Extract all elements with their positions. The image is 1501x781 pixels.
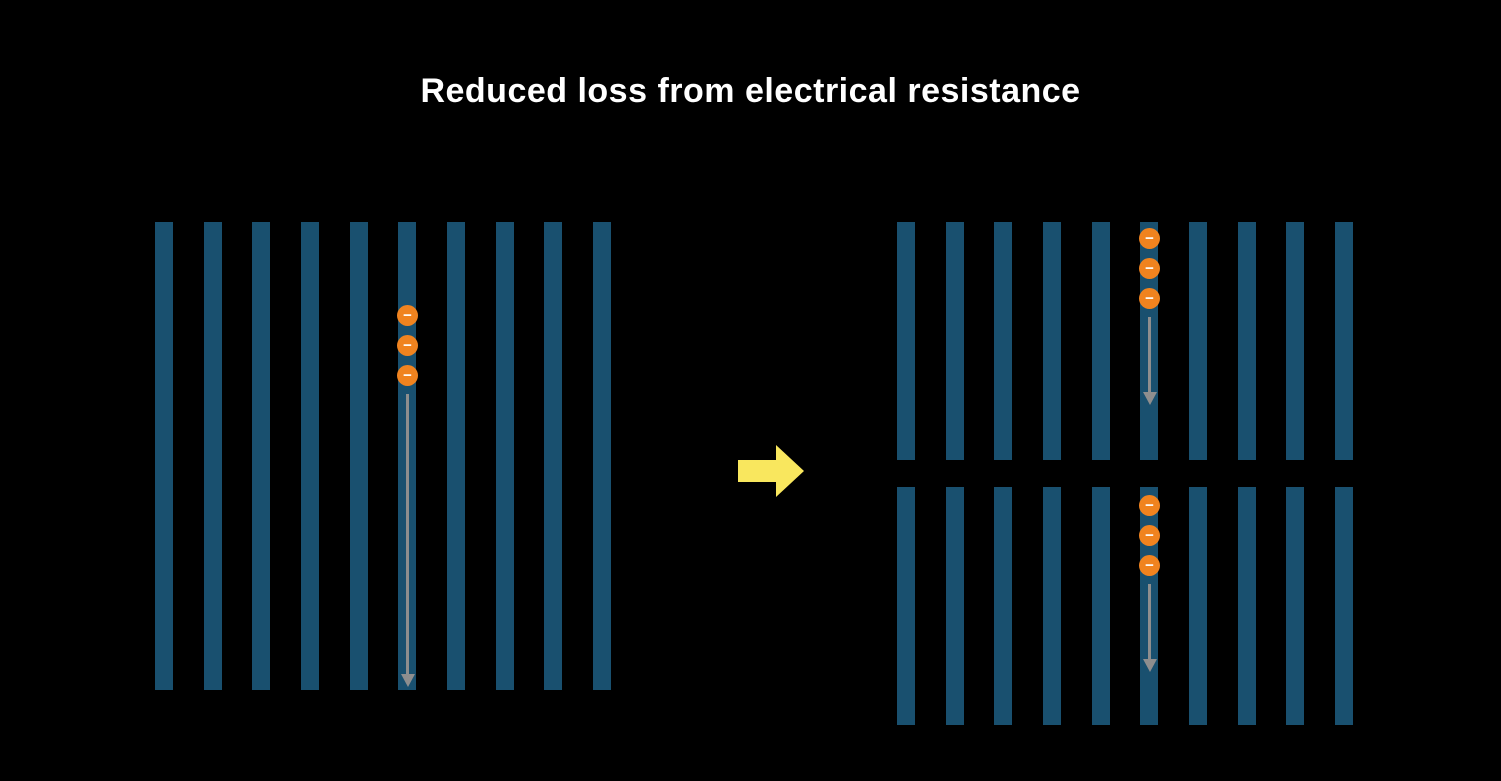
conductor-bars — [897, 222, 1353, 460]
diagram-title: Reduced loss from electrical resistance — [420, 72, 1081, 110]
full-cell-panel: − − − — [155, 222, 611, 690]
arrow-shaft — [1148, 584, 1151, 659]
electron-icon: − — [397, 365, 418, 386]
electron-icon: − — [1139, 258, 1160, 279]
arrow-head-icon — [400, 674, 415, 687]
transform-arrow-icon — [738, 445, 804, 497]
conductor-bar — [1188, 487, 1207, 725]
conductor-bar — [592, 222, 611, 690]
electron-icon: − — [1139, 495, 1160, 516]
electron-flow: − − − — [1139, 495, 1160, 672]
electron-icon: − — [397, 335, 418, 356]
conductor-bar — [252, 222, 271, 690]
conductor-bar — [495, 222, 514, 690]
conductor-bar — [544, 222, 563, 690]
conductor-bar — [1334, 487, 1353, 725]
electron-icon: − — [1139, 525, 1160, 546]
conductor-bar — [446, 222, 465, 690]
conductor-bar — [1042, 487, 1061, 725]
electron-icon: − — [397, 305, 418, 326]
electron-flow: − − − — [1139, 228, 1160, 405]
electron-flow-arrow — [1142, 317, 1157, 405]
conductor-bars — [155, 222, 611, 690]
electron-icon: − — [1139, 555, 1160, 576]
conductor-bar — [1237, 487, 1256, 725]
arrow-head-icon — [1142, 659, 1157, 672]
conductor-bar — [1091, 222, 1110, 460]
conductor-bar — [994, 487, 1013, 725]
conductor-bar — [1237, 222, 1256, 460]
conductor-bar — [1042, 222, 1061, 460]
conductor-bar — [1286, 222, 1305, 460]
conductor-bar — [349, 222, 368, 690]
electron-flow: − − − — [397, 305, 418, 687]
electron-stack: − − − — [397, 305, 418, 386]
conductor-bar — [897, 487, 915, 725]
conductor-bars — [897, 487, 1353, 725]
conductor-bar — [155, 222, 173, 690]
conductor-bar — [1091, 487, 1110, 725]
electron-stack: − − − — [1139, 228, 1160, 309]
electron-icon: − — [1139, 228, 1160, 249]
conductor-bar — [945, 487, 964, 725]
conductor-bar — [994, 222, 1013, 460]
conductor-bar — [1334, 222, 1353, 460]
arrow-shaft — [1148, 317, 1151, 392]
electron-stack: − − − — [1139, 495, 1160, 576]
conductor-bar — [203, 222, 222, 690]
half-cell-top-panel: − − − — [897, 222, 1353, 460]
conductor-bar — [945, 222, 964, 460]
electron-flow-arrow — [1142, 584, 1157, 672]
conductor-bar — [897, 222, 915, 460]
electron-flow-arrow — [400, 394, 415, 687]
half-cell-bottom-panel: − − − — [897, 487, 1353, 725]
arrow-head-icon — [1142, 392, 1157, 405]
conductor-bar — [1286, 487, 1305, 725]
arrow-shaft — [406, 394, 409, 674]
conductor-bar — [300, 222, 319, 690]
conductor-bar — [1188, 222, 1207, 460]
electron-icon: − — [1139, 288, 1160, 309]
